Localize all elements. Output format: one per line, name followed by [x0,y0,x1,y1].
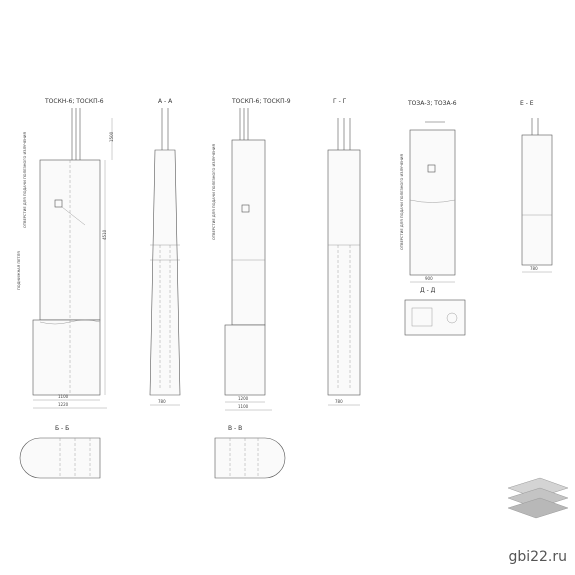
view-3-column: ТОСКП-6; ТОСКП-9 1200 1100 ОТВЕРСТИЕ ДЛЯ… [212,98,291,411]
dim-w8: 780 [530,266,538,271]
dim-w7: 900 [425,276,433,281]
dim-w5: 1100 [238,404,249,409]
view-4-title: Г - Г [333,98,347,105]
note-1: ОТВЕРСТИЕ ДЛЯ ПОДАЧИ ПОЛЕЗНОГО ИЗЛУЧЕНИЯ [23,132,27,228]
view-3-title: ТОСКП-6; ТОСКП-9 [231,98,291,105]
view-2-section: А - А 780 [149,98,181,406]
section-b-title: Б - Б [55,425,69,432]
dim-h1: 4510 [102,229,107,240]
view-6-title: Е - Е [520,100,534,107]
view-5-title: ТОЗА-3; ТОЗА-6 [407,100,457,107]
note-4: ОТВЕРСТИЕ ДЛЯ ПОДАЧИ ПОЛЕЗНОГО ИЗЛУЧЕНИЯ [400,154,404,250]
view-6-section: Е - Е 780 [520,100,553,273]
section-d-title: Д - Д [420,287,436,294]
section-d: Д - Д [404,287,466,336]
watermark-text: gbi22.ru [508,549,567,565]
note-2: ПОДНИЖНАЯ ПЕТЛЯ [17,251,21,290]
view-1-column: ТОСКН-6; ТОСКП-6 1100 1220 4510 1500 ОТВ… [17,98,114,409]
dim-w2: 1220 [58,402,69,407]
view-2-title: А - А [158,98,173,105]
section-v: В - В [214,425,286,479]
note-3: ОТВЕРСТИЕ ДЛЯ ПОДАЧИ ПОЛЕЗНОГО ИЗЛУЧЕНИЯ [212,144,216,240]
view-4-section: Г - Г 780 [327,98,361,406]
view-5-column: ТОЗА-3; ТОЗА-6 900 ОТВЕРСТИЕ ДЛЯ ПОДАЧИ … [400,100,457,283]
dim-w4: 1200 [238,396,249,401]
section-v-title: В - В [228,425,242,432]
dim-h2: 1500 [109,131,114,142]
dim-w1: 1100 [58,394,69,399]
section-b: Б - Б [19,425,101,479]
view-1-title: ТОСКН-6; ТОСКП-6 [44,98,104,105]
dim-w3: 780 [158,399,166,404]
logo-icon [507,477,569,519]
dim-w6: 780 [335,399,343,404]
